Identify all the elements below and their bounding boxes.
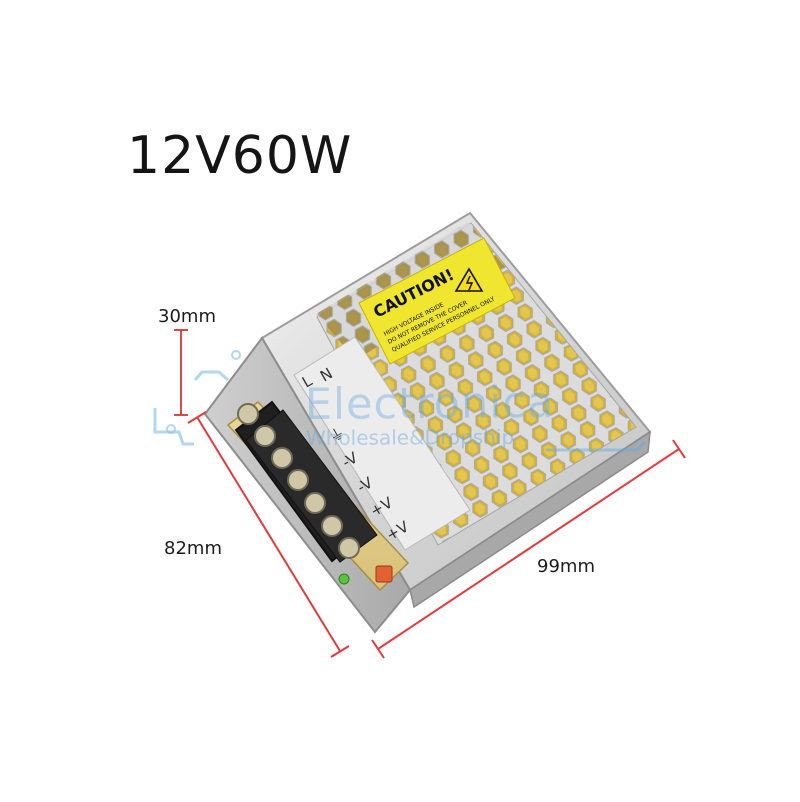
product-title: 12V60W	[127, 126, 353, 186]
case-right-wall	[409, 430, 651, 609]
spec-label	[293, 336, 471, 551]
width-dimension-label: 82mm	[164, 538, 222, 559]
store-watermark: Electronica Wholesale&Dropship	[153, 350, 647, 452]
caution-sticker: CAUTION! HIGH VOLTAGE INSIDE DO NOT REMO…	[358, 237, 516, 365]
terminal-block	[234, 400, 378, 563]
height-dimension-label: 30mm	[158, 306, 216, 327]
watermark-main-text: Electronica	[305, 378, 555, 430]
terminal-screws	[237, 403, 360, 559]
height-dimension	[174, 329, 188, 416]
watermark-sub-text: Wholesale&Dropship	[306, 425, 514, 450]
width-dimension	[187, 411, 350, 658]
status-led-icon	[338, 573, 350, 585]
voltage-adjust-icon	[375, 565, 393, 583]
depth-dimension	[371, 439, 686, 659]
depth-dimension-label: 99mm	[537, 556, 595, 577]
